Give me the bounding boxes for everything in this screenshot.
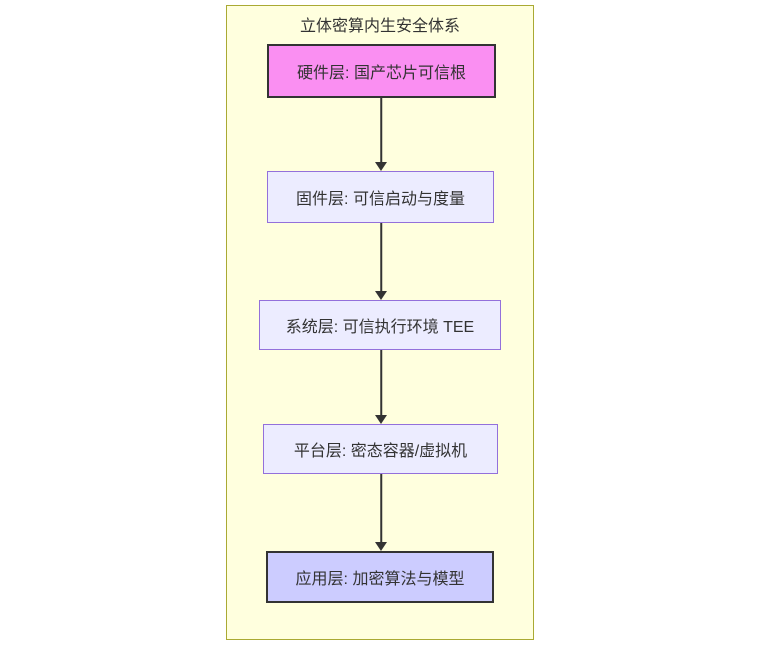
node-application-layer: 应用层: 加密算法与模型 (266, 551, 494, 603)
arrowhead-down-icon (375, 162, 387, 171)
arrow-line (380, 98, 382, 163)
subgraph-container: 立体密算内生安全体系 硬件层: 国产芯片可信根 固件层: 可信启动与度量 系统层… (226, 5, 534, 640)
arrowhead-down-icon (375, 291, 387, 300)
diagram-title: 立体密算内生安全体系 (299, 18, 460, 35)
node-platform-label: 平台层: 密态容器/虚拟机 (293, 443, 468, 460)
edge-hardware-to-firmware (375, 98, 387, 171)
arrow-line (380, 350, 382, 416)
arrow-line (380, 474, 382, 543)
node-platform-layer: 平台层: 密态容器/虚拟机 (263, 424, 498, 474)
arrowhead-down-icon (375, 415, 387, 424)
edge-platform-to-application (375, 474, 387, 551)
node-firmware-layer: 固件层: 可信启动与度量 (267, 171, 494, 223)
arrowhead-down-icon (375, 542, 387, 551)
node-firmware-label: 固件层: 可信启动与度量 (296, 191, 465, 208)
node-system-layer: 系统层: 可信执行环境 TEE (259, 300, 501, 350)
edge-system-to-platform (375, 350, 387, 424)
arrow-line (380, 223, 382, 292)
node-hardware-layer: 硬件层: 国产芯片可信根 (267, 44, 496, 98)
node-hardware-label: 硬件层: 国产芯片可信根 (297, 65, 466, 82)
node-application-label: 应用层: 加密算法与模型 (295, 571, 465, 588)
edge-firmware-to-system (375, 223, 387, 300)
node-system-label: 系统层: 可信执行环境 TEE (285, 319, 475, 336)
